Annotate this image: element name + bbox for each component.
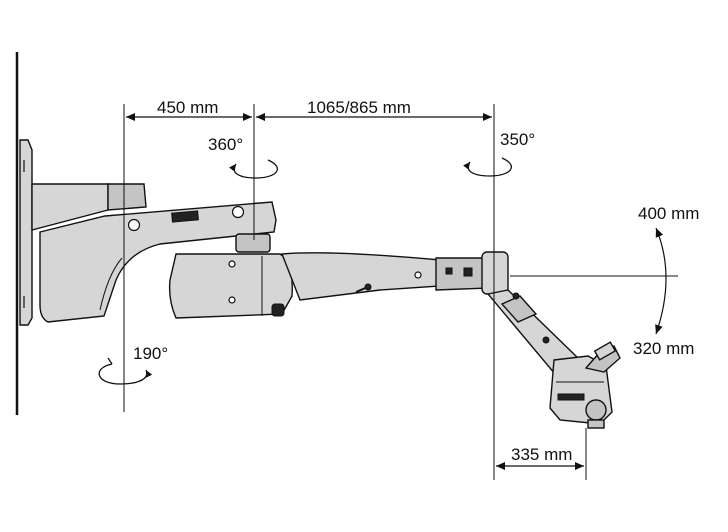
rotation-symbol-190 (98, 357, 153, 385)
first-joint (235, 233, 271, 253)
arm-label-plate (171, 210, 199, 223)
label-450mm: 450 mm (157, 98, 218, 117)
label-190-degree: 190° (133, 344, 168, 363)
label-400mm: 400 mm (638, 204, 699, 223)
wall-bracket (31, 183, 147, 231)
microscope-head (549, 341, 621, 429)
label-1065-865mm: 1065/865 mm (307, 98, 411, 117)
height-range-arc (655, 227, 667, 335)
label-350-degree: 350° (500, 130, 535, 149)
lock-knob (271, 303, 285, 317)
second-arm (281, 252, 491, 301)
third-joint (481, 251, 509, 295)
screw-hole-1 (127, 218, 141, 232)
first-arm (39, 201, 277, 323)
extension-lines (123, 104, 678, 480)
housing-screw-1 (228, 260, 236, 268)
screw-hole-2 (231, 205, 245, 219)
second-arm-housing (168, 253, 293, 319)
label-320mm: 320 mm (633, 339, 694, 358)
rotation-symbol-360 (229, 159, 279, 179)
brand-plate (557, 393, 585, 401)
housing-screw-2 (228, 296, 236, 304)
rotation-symbol-350 (463, 157, 513, 177)
label-335mm: 335 mm (511, 445, 572, 464)
label-360-degree: 360° (208, 135, 243, 154)
wall-plate (19, 139, 33, 326)
